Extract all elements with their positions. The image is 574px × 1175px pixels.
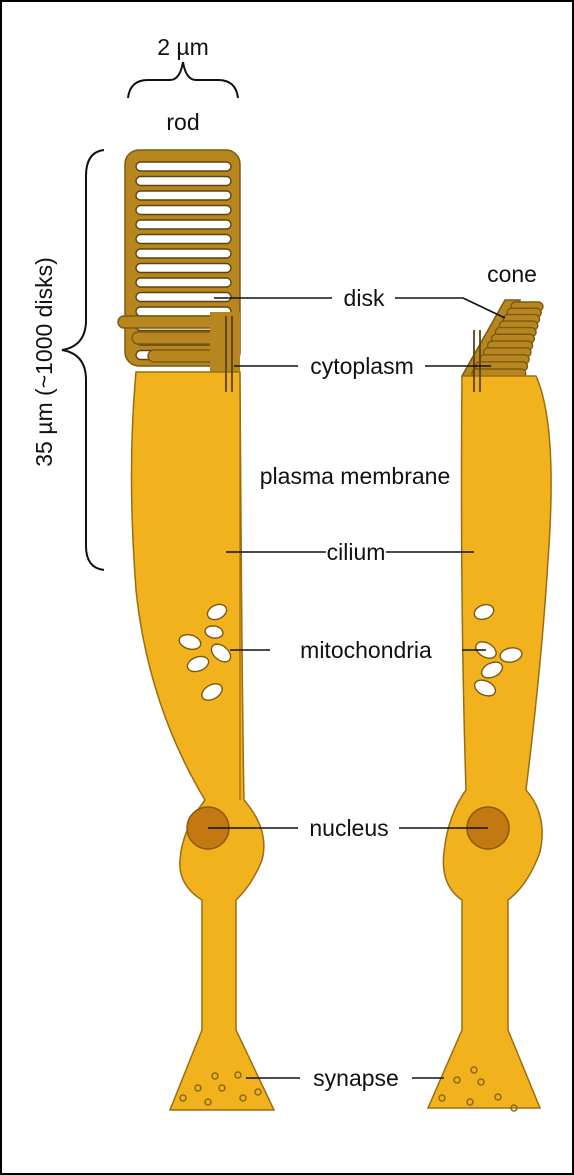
leader-lines (208, 298, 505, 1078)
rod-disk (136, 206, 231, 215)
rod-disk (136, 177, 231, 186)
mitochondria-label: mitochondria (300, 637, 432, 663)
rod-disk (136, 191, 231, 200)
rod-disk (136, 264, 231, 273)
cytoplasm-label: cytoplasm (310, 353, 414, 379)
rod-basal-disk (132, 332, 218, 344)
cone-title: cone (487, 261, 537, 287)
cilium-label: cilium (327, 539, 386, 565)
width-brace (128, 62, 238, 98)
rod-disk (136, 235, 231, 244)
plasma-membrane-label: plasma membrane (260, 463, 450, 489)
synapse-label: synapse (313, 1065, 399, 1091)
rod-inner-segment (132, 372, 275, 1110)
scale-width-label: 2 µm (157, 34, 209, 60)
rod-basal-disk (148, 350, 218, 362)
rod-disk (136, 220, 231, 229)
cone-cell (428, 300, 551, 1111)
rod-disk (136, 278, 231, 287)
rod-cell (118, 150, 274, 1110)
length-brace (62, 150, 104, 570)
rod-basal-disk (118, 316, 218, 328)
rod-disk (136, 293, 231, 302)
rod-disk (136, 249, 231, 258)
length-label: 35 µm (~1000 disks) (31, 257, 57, 466)
disk-label: disk (344, 285, 385, 311)
rod-connecting-region (210, 312, 240, 374)
rod-title: rod (166, 109, 199, 135)
nucleus-label: nucleus (309, 815, 388, 841)
rod-disk (136, 162, 231, 171)
